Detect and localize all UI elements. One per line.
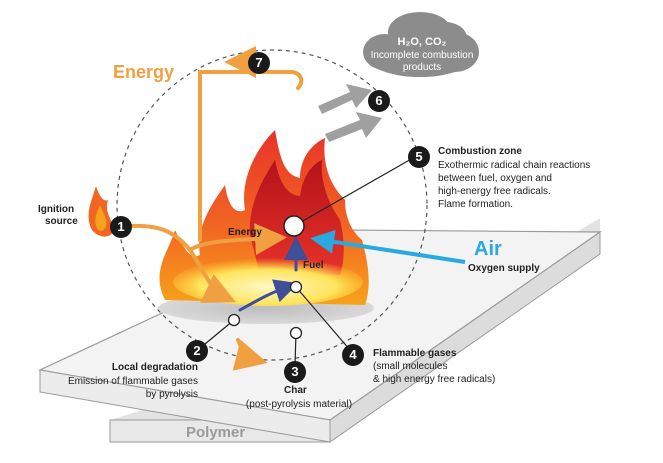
ignition-label-2: source: [45, 216, 78, 227]
ignition-flame: [88, 186, 114, 237]
air-title: Air: [474, 238, 502, 260]
air-arrow: [310, 229, 466, 264]
step-5-badge: 5: [408, 146, 430, 168]
cloud-formula: H₂O, CO₂: [397, 36, 447, 48]
local-degradation-line-2: by pyrolysis: [145, 389, 198, 400]
oxygen-supply-label: Oxygen supply: [468, 263, 540, 274]
combustion-zone-line-1: Exothermic radical chain reactions: [438, 160, 591, 171]
char-sub: (post-pyrolysis material): [245, 399, 353, 410]
flammable-gases-line-2: & high energy free radicals): [373, 374, 496, 385]
energy-title: Energy: [113, 62, 175, 82]
step-6-badge: 6: [368, 90, 390, 112]
step-7-badge: 7: [248, 52, 270, 74]
char-title: Char: [284, 385, 307, 396]
combustion-zone-title: Combustion zone: [438, 146, 522, 157]
combustion-zone-line-2: between fuel, oxygen and: [438, 173, 552, 184]
cloud-line-2: Incomplete combustion: [370, 50, 474, 61]
fuel-label: Fuel: [303, 260, 324, 271]
flammable-gases-title: Flammable gases: [373, 348, 457, 359]
local-degradation-line-1: Emission of flammable gases: [67, 376, 198, 387]
ignition-label-1: Ignition: [38, 204, 75, 215]
combustion-zone-line-4: Flame formation.: [438, 199, 514, 210]
char-node: [289, 326, 303, 340]
combustion-cycle-circle: [116, 49, 428, 361]
energy-inner-label: Energy: [228, 227, 262, 238]
combustion-zone-line-3: high-energy free radicals.: [438, 186, 551, 197]
step-2-badge: 2: [186, 340, 208, 362]
polymer-slab: [38, 218, 602, 443]
energy-arrows: [130, 46, 304, 371]
product-arrows: [318, 84, 382, 142]
products-cloud: [363, 12, 479, 77]
combustion-core: [283, 215, 305, 237]
fuel-arrows: [238, 236, 308, 312]
fuel-node: [289, 280, 303, 294]
cloud-line-3: products: [402, 62, 442, 73]
flammable-gases-line-1: (small molecules: [373, 361, 448, 372]
step-1-badge: 1: [110, 216, 132, 238]
step-4-badge: 4: [342, 344, 364, 366]
local-degradation-title: Local degradation: [111, 362, 198, 373]
main-flame: [159, 130, 369, 306]
step-3-badge: 3: [284, 361, 306, 383]
degradation-node: [227, 313, 241, 327]
polymer-label: Polymer: [186, 424, 246, 441]
